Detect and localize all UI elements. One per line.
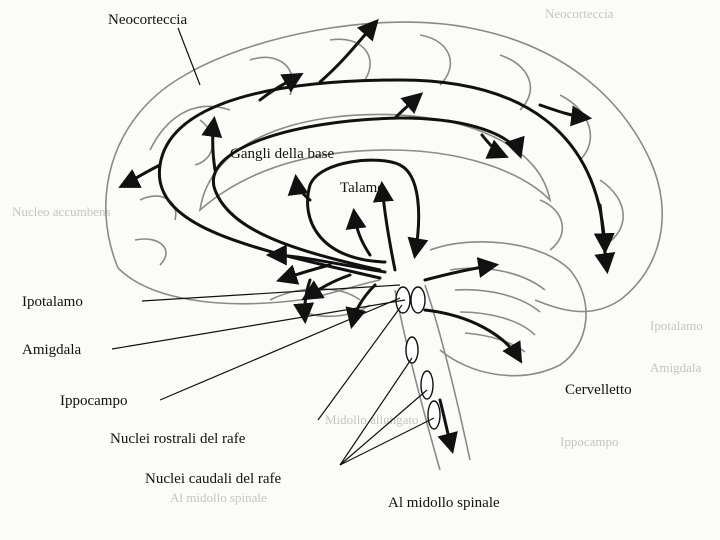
- label-ipotalamo: Ipotalamo: [22, 294, 83, 310]
- leader-amigdala: [111, 299, 406, 350]
- label-talamo: Talamo: [340, 180, 385, 196]
- raphe-nuclei: [395, 286, 441, 430]
- leader-nuclei-caudali-1: [339, 357, 413, 466]
- projection-arrows: [118, 18, 616, 455]
- label-gangli-della-base: Gangli della base: [230, 146, 334, 162]
- ghost-midollo-spinale: Al midollo spinale: [170, 490, 267, 505]
- label-neocorteccia: Neocorteccia: [108, 12, 187, 28]
- ghost-nucleo-accumbens: Nucleo accumbens: [12, 204, 111, 219]
- ghost-ippocampo: Ippocampo: [560, 434, 618, 449]
- labels: Neocorteccia Gangli della base Talamo Ip…: [22, 12, 632, 511]
- ghost-midollo-allungato: Midollo allungato: [325, 412, 419, 427]
- label-nuclei-caudali-del-rafe: Nuclei caudali del rafe: [145, 471, 282, 487]
- ghost-amigdala: Amigdala: [650, 360, 701, 375]
- leader-nuclei-caudali-3: [339, 417, 435, 466]
- leader-ippocampo: [159, 297, 401, 401]
- leader-lines: [111, 27, 435, 466]
- label-ippocampo: Ippocampo: [60, 393, 127, 409]
- ghost-ipotalamo: Ipotalamo: [650, 318, 703, 333]
- label-nuclei-rostrali-del-rafe: Nuclei rostrali del rafe: [110, 431, 246, 447]
- ghost-neocorteccia: Neocorteccia: [545, 6, 614, 21]
- leader-nuclei-caudali-2: [339, 389, 428, 466]
- leader-neocorteccia: [177, 27, 201, 86]
- ghost-text-layer: Neocorteccia Nucleo accumbens Ipotalamo …: [12, 6, 703, 505]
- label-amigdala: Amigdala: [22, 342, 81, 358]
- label-al-midollo-spinale: Al midollo spinale: [388, 495, 500, 511]
- brain-outline: [105, 21, 663, 471]
- label-cervelletto: Cervelletto: [565, 382, 632, 398]
- leader-nuclei-rostrali: [317, 304, 403, 421]
- leader-ipotalamo: [141, 284, 401, 302]
